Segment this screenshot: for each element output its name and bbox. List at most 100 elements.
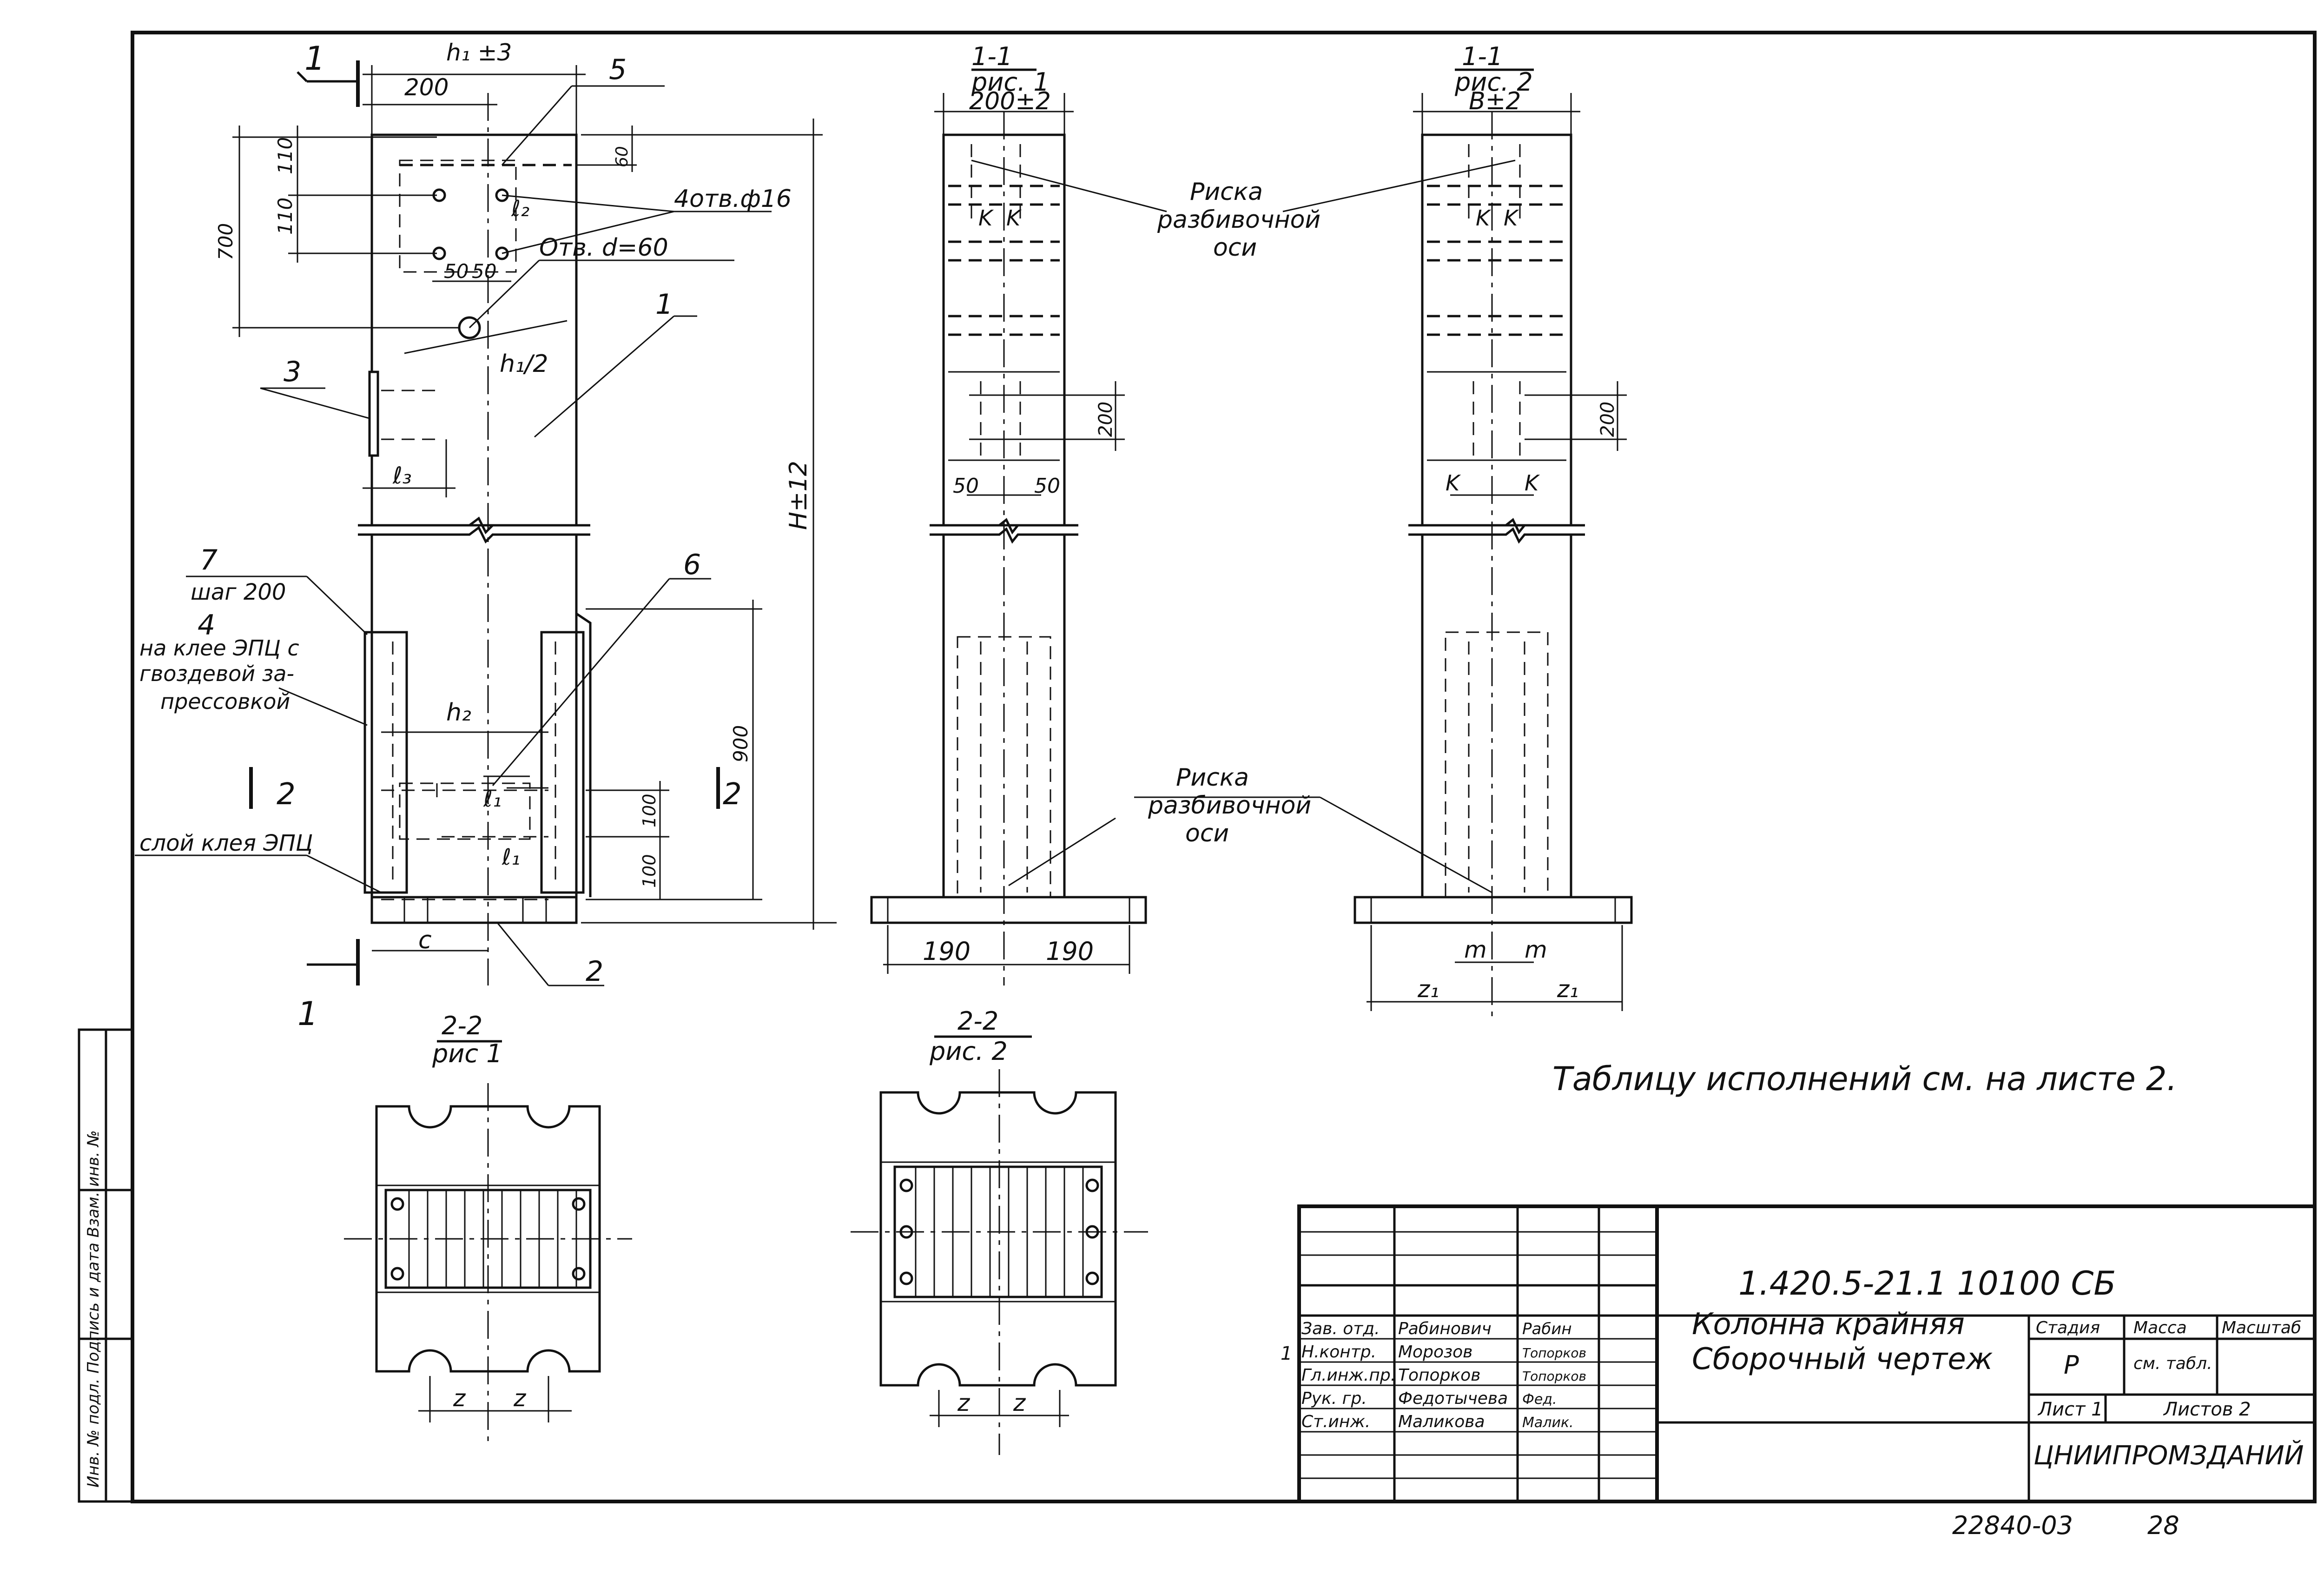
sig-role-4: Рук. гр. [1301, 1389, 1367, 1408]
sig-sign-3: Топорков [1522, 1369, 1586, 1384]
tb-designation: 1.420.5-21.1 10100 СБ [1738, 1264, 2116, 1303]
sig-sign-1: Рабин [1522, 1320, 1572, 1338]
fig1-dim-top: 200±2 [969, 87, 1051, 115]
label-glue-nail-3: прессовкой [160, 689, 290, 714]
section-marker-bottom: 1 [297, 995, 318, 1033]
fig2-title-b: рис. 2 [1454, 67, 1533, 97]
label-glue-nail-2: гвоздевой за- [139, 661, 294, 686]
label-h1-half: h₁/2 [500, 350, 548, 378]
callout-7-front: 7 [200, 544, 218, 576]
sig-name-4: Федотычева [1398, 1389, 1508, 1408]
axis-note-top-2: разбивочной [1157, 206, 1320, 234]
sec22-fig2-title-a: 2-2 [957, 1006, 998, 1036]
label-hole-d: Отв. d=60 [539, 234, 668, 262]
note-table: Таблицу исполнений см. на листе 2. [1552, 1060, 2177, 1098]
section-2-2-fig1 [344, 1040, 632, 1446]
fig1-title-b: рис. 1 [971, 67, 1050, 97]
tb-mass-value: см. табл. [2133, 1354, 2212, 1373]
dim-900: 900 [729, 725, 752, 762]
sec22-fig1-title-b: рис 1 [432, 1039, 502, 1068]
sig-sign-5: Малик. [1522, 1415, 1574, 1431]
sig-sign-4: Фед. [1522, 1391, 1557, 1408]
archive-code: 22840-03 [1952, 1511, 2073, 1540]
dim-width-top: h₁ ±3 [446, 39, 512, 66]
fig1-label-k-a: K [978, 205, 994, 231]
dim-200-front: 200 [404, 74, 449, 101]
tb-stage-label: Стадия [2036, 1318, 2100, 1337]
label-l1-a: ℓ₁ [483, 786, 502, 812]
label-l2: ℓ₂ [511, 196, 529, 222]
fig2-title-a: 1-1 [1462, 42, 1503, 71]
callout-6-front: 6 [683, 549, 701, 581]
sig-role-1: Зав. отд. [1301, 1319, 1380, 1338]
sec22-fig1-title-a: 2-2 [442, 1011, 482, 1040]
label-glue-nail-1: на клее ЭПЦ с [139, 635, 299, 661]
axis-note-top-3: оси [1213, 234, 1257, 262]
dim-100-a: 100 [639, 794, 660, 827]
fig1-label-k-b: K [1006, 205, 1022, 231]
axis-note-bottom-2: разбивочной [1148, 792, 1311, 820]
dim-110-a: 110 [274, 137, 297, 174]
callout-3-front: 3 [284, 356, 301, 388]
sig-name-5: Маликова [1398, 1412, 1485, 1431]
sig-role-5: Ст.инж. [1301, 1412, 1370, 1431]
dim-700: 700 [214, 223, 237, 260]
sig-role-2: Н.контр. [1301, 1343, 1376, 1362]
fig1-dim-200: 200 [1095, 402, 1116, 437]
sig-sign-2: Топорков [1522, 1345, 1586, 1361]
label-h2: h₂ [446, 699, 471, 727]
sig-name-1: Рабинович [1398, 1319, 1492, 1338]
tb-organization: ЦНИИПРОМЗДАНИЙ [2034, 1441, 2304, 1471]
dim-50-b: 50 [472, 260, 496, 283]
axis-note-bottom-3: оси [1185, 820, 1229, 847]
tb-mass-label: Масса [2133, 1318, 2187, 1337]
side-stamp-text: Инв. № подл. Подпись и дата Взам. инв. № [84, 1130, 103, 1488]
callout-2-front: 2 [586, 955, 603, 988]
tb-stage-value: Р [2064, 1350, 2079, 1380]
tb-name-1: Колонна крайняя [1692, 1307, 1965, 1342]
fig1-dim-190-a: 190 [923, 937, 971, 966]
sheet-frame [131, 31, 2317, 1503]
dim-100-b: 100 [639, 854, 660, 888]
fig2-label-z-a: z₁ [1417, 976, 1439, 1003]
tb-sheet-label: Лист 1 [2037, 1399, 2103, 1420]
dim-50-a: 50 [444, 260, 469, 283]
sig-name-2: Морозов [1398, 1343, 1472, 1362]
callout-1-front-top: 1 [655, 288, 673, 321]
label-l3: ℓ₃ [392, 462, 412, 489]
callout-4-front: 4 [198, 609, 215, 642]
fig2-label-k-a: K [1476, 205, 1492, 231]
fig1-dim-50-b: 50 [1034, 474, 1060, 498]
sec22-fig1-z-b: z [513, 1385, 527, 1412]
axis-note-top-leader [971, 159, 1167, 212]
sig-name-3: Топорков [1398, 1366, 1480, 1385]
sec22-fig2-title-b: рис. 2 [929, 1037, 1008, 1066]
sec22-fig2-z-a: z [957, 1389, 971, 1416]
fig2-label-z-b: z₁ [1557, 976, 1578, 1003]
section-2-2-fig2 [851, 1035, 1148, 1455]
tb-revision-mark: 1 [1281, 1343, 1292, 1364]
axis-note-top-leader-2 [1282, 159, 1516, 212]
section-2-right: 2 [723, 777, 742, 812]
label-c: c [418, 926, 432, 954]
fig2-dim-200: 200 [1597, 402, 1618, 437]
label-step: шаг 200 [191, 579, 286, 605]
fig2-label-k-c: K [1446, 470, 1461, 496]
tb-name-2: Сборочный чертеж [1692, 1342, 1993, 1376]
fig1-title-a: 1-1 [971, 42, 1012, 71]
sig-role-3: Гл.инж.пр. [1301, 1366, 1396, 1385]
archive-page: 28 [2147, 1511, 2179, 1540]
fig2-label-m-b: m [1525, 936, 1547, 963]
section-2-left: 2 [277, 777, 296, 812]
sec22-fig1-z-a: z [453, 1385, 466, 1412]
section-1-1-fig1 [870, 68, 1147, 986]
fig2-label-m-a: m [1464, 936, 1487, 963]
dim-height: H±12 [785, 461, 812, 530]
signature-row: Зав. отд. Рабинович Рабин Н.контр. Мороз… [1301, 1319, 1586, 1431]
axis-note-top-1: Риска [1190, 178, 1263, 206]
fig2-label-k-b: K [1504, 205, 1519, 231]
fig1-dim-50-a: 50 [953, 474, 979, 498]
fig1-dim-190-b: 190 [1046, 937, 1094, 966]
side-stamp: Инв. № подл. Подпись и дата Взам. инв. № [78, 1028, 134, 1503]
dim-60: 60 [613, 146, 632, 167]
